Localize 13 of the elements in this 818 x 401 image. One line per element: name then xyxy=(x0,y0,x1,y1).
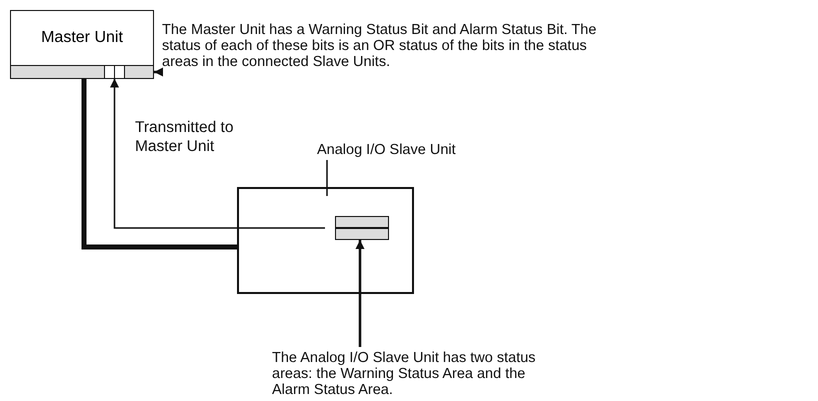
slave-unit-box xyxy=(237,187,414,294)
arrow xyxy=(154,68,163,76)
status-bits xyxy=(104,64,125,78)
unit-label: Analog I/O Slave Unit xyxy=(317,142,517,158)
cable-line xyxy=(82,79,237,250)
status-area xyxy=(335,216,389,240)
status-bar xyxy=(10,65,154,79)
arrow xyxy=(356,240,364,347)
arrow xyxy=(110,78,325,229)
master-unit-box: Master Unit xyxy=(10,10,154,66)
callout-text: The Master Unit has a Warning Status Bit and Alarm Status Bit. The status of each of these bits is an OR status of the bits in the status areas in the connected Slave Units. xyxy=(162,22,607,70)
leader-line xyxy=(326,160,328,196)
callout-text: The Analog I/O Slave Unit has two status areas: the Warning Status Area and the Alarm Status Area. xyxy=(272,350,562,398)
